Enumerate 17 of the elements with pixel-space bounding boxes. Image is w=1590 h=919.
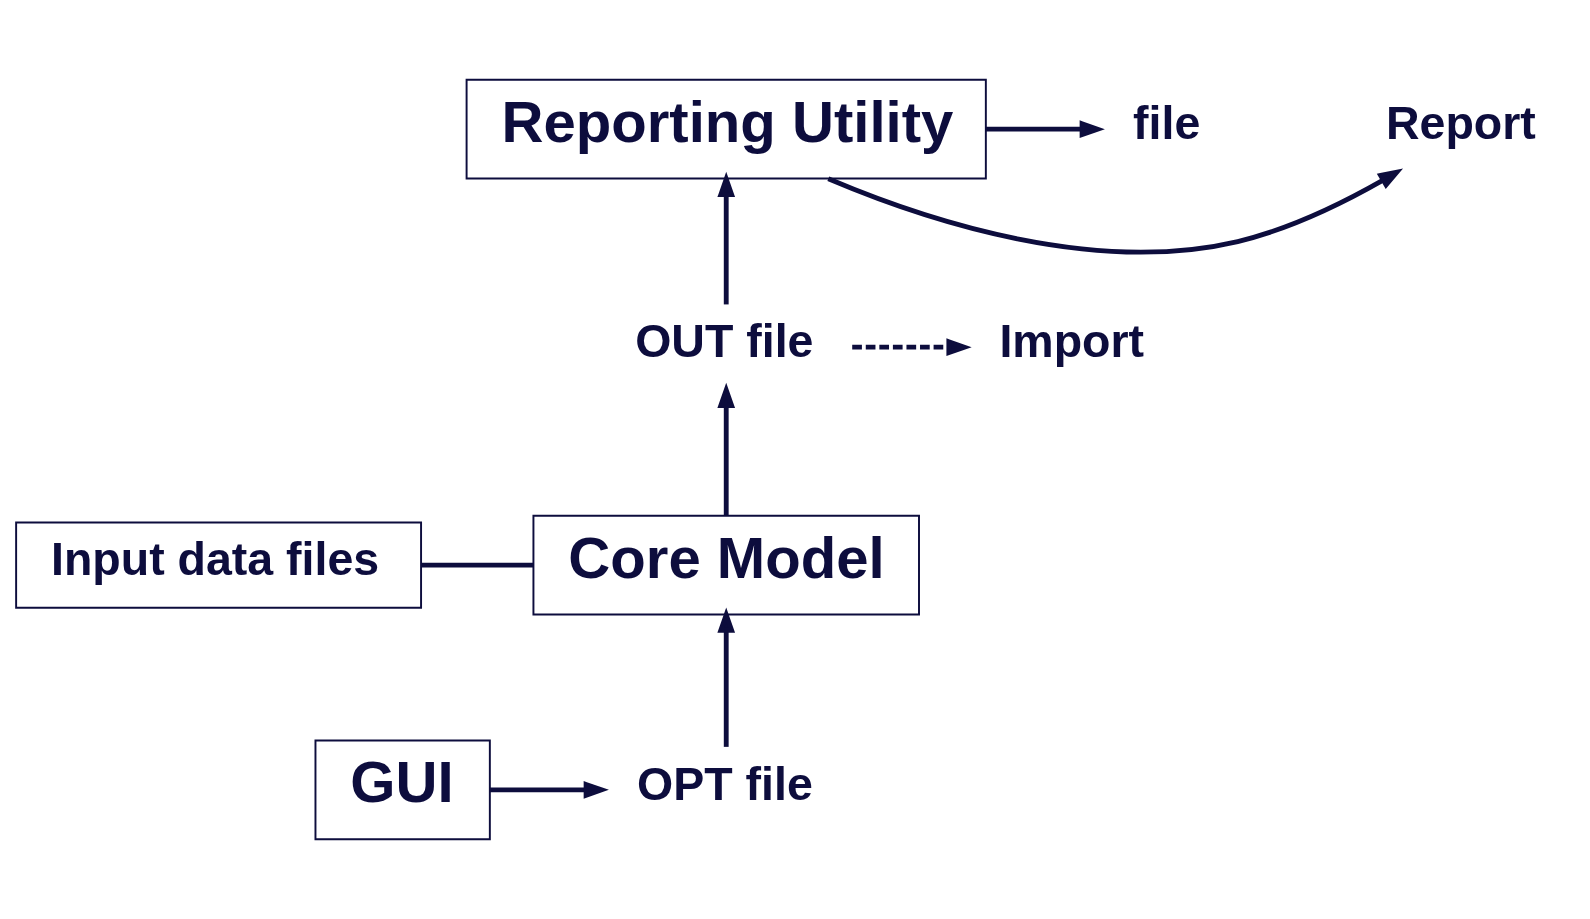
- node-box: GUI: [314, 739, 491, 841]
- arrow: [717, 607, 736, 747]
- arrow: [852, 338, 972, 356]
- node-text: OPT file: [637, 757, 813, 810]
- arrow: [717, 382, 736, 516]
- node-box: Input data files: [15, 521, 423, 609]
- node-text: file: [1133, 97, 1201, 150]
- node-box: Reporting Utility: [465, 78, 987, 180]
- node-text: OUT file: [635, 315, 814, 368]
- connector: [421, 562, 534, 568]
- arrow: [717, 171, 736, 305]
- arrow: [489, 781, 609, 799]
- node-box: Core Model: [532, 514, 920, 616]
- arrow: [827, 168, 1404, 255]
- node-text: Report: [1385, 97, 1536, 150]
- arrow: [985, 120, 1105, 138]
- node-text: Import: [999, 315, 1145, 368]
